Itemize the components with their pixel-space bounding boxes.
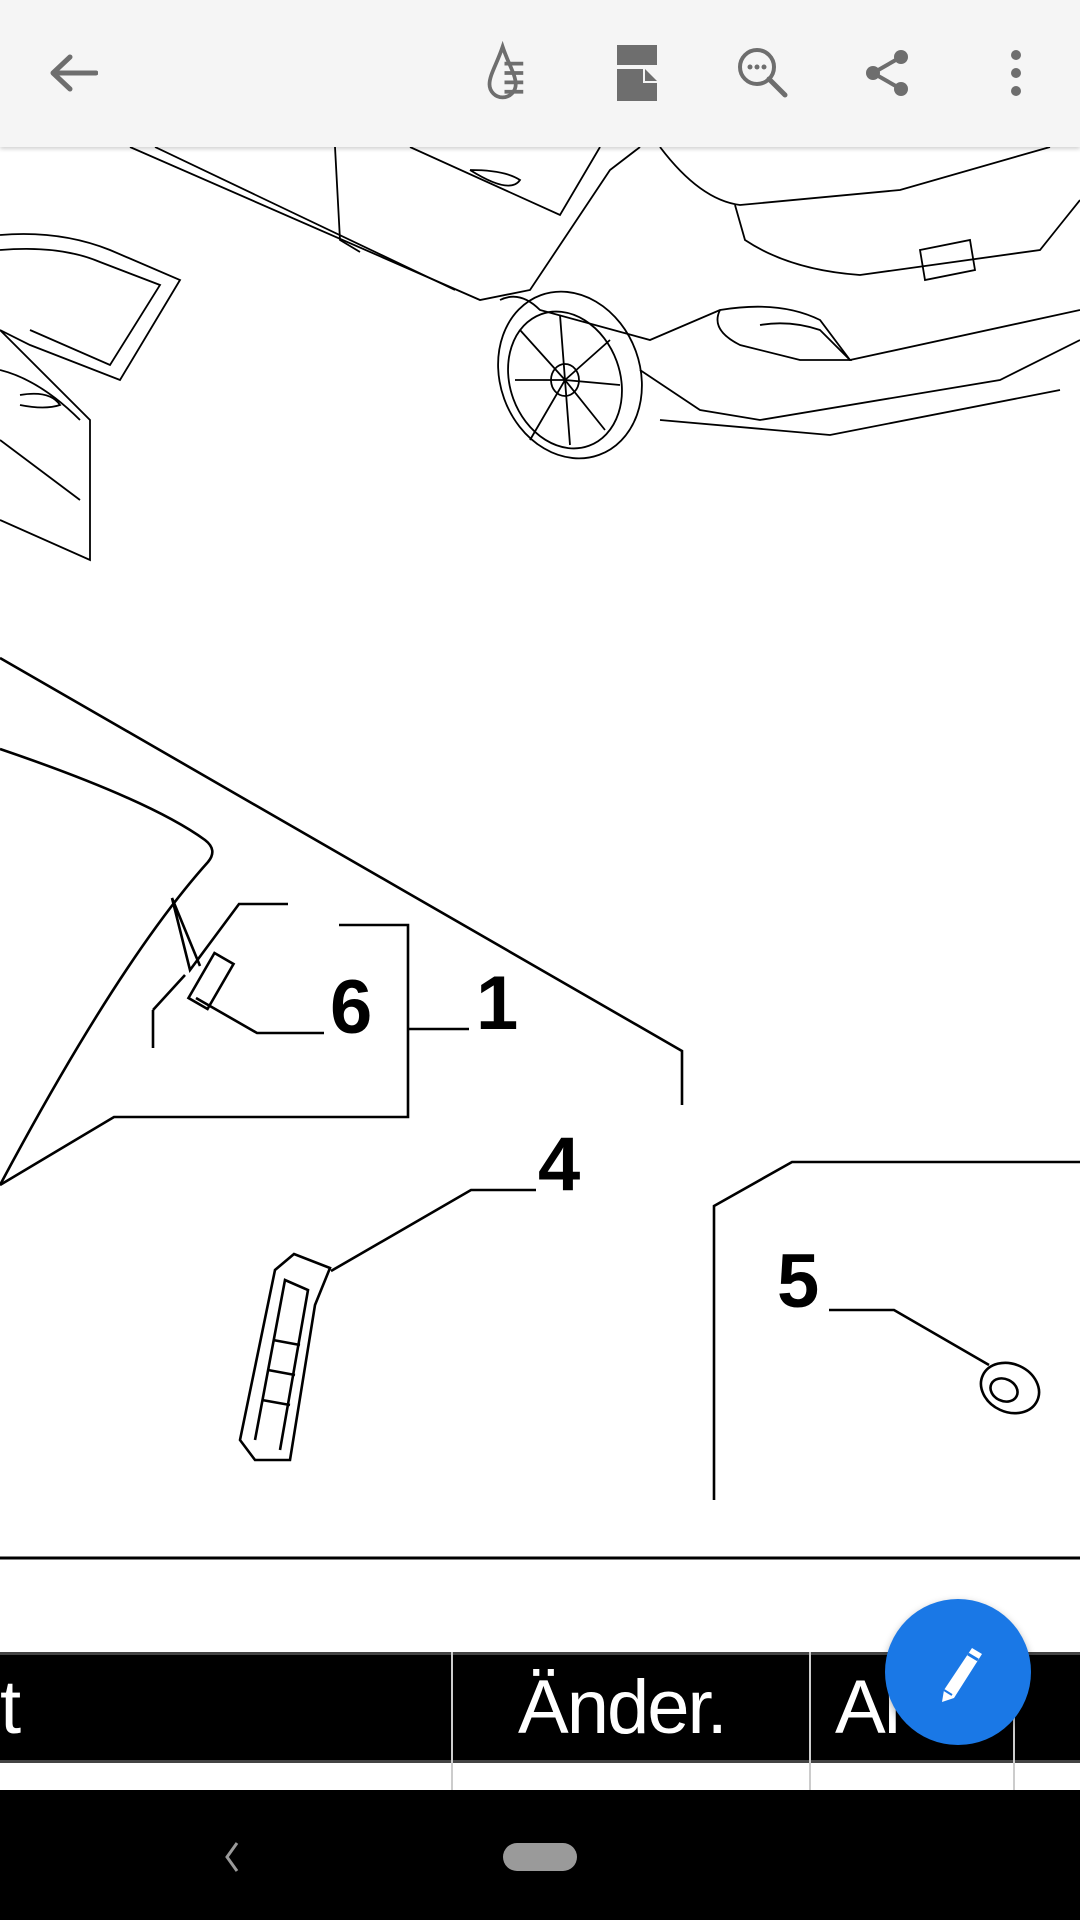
back-button[interactable] [43,43,103,103]
callout-6: 6 [330,965,372,1050]
search-icon [738,48,788,98]
callout-4: 4 [538,1122,580,1207]
back-arrow-icon [50,54,98,92]
share-button[interactable] [857,43,917,103]
column-divider [809,1652,811,1790]
nav-back-icon[interactable] [222,1840,242,1874]
column-divider [1013,1652,1015,1790]
detail-lines [0,656,1080,1560]
callout-5: 5 [777,1239,819,1324]
edit-fab-button[interactable] [885,1599,1031,1745]
column-header-1: t [0,1665,21,1750]
system-navigation-bar [0,1790,1080,1920]
ink-drop-icon [487,41,524,100]
share-icon [866,50,908,96]
ink-drop-button[interactable] [482,41,542,103]
parts-diagram: 6 1 4 5 [0,147,1080,1560]
more-vert-icon [1011,50,1021,96]
app-toolbar [0,0,1080,147]
page-layout-button[interactable] [607,43,667,103]
page-layout-icon [617,45,657,101]
more-options-button[interactable] [986,43,1046,103]
nav-home-pill[interactable] [503,1843,577,1871]
car-illustration [0,147,1080,562]
callout-1: 1 [476,961,518,1046]
table-row [0,1763,1080,1790]
search-button[interactable] [733,43,793,103]
pencil-icon [942,1648,982,1702]
column-divider [451,1652,453,1790]
column-header-aender: Änder. [518,1665,728,1750]
